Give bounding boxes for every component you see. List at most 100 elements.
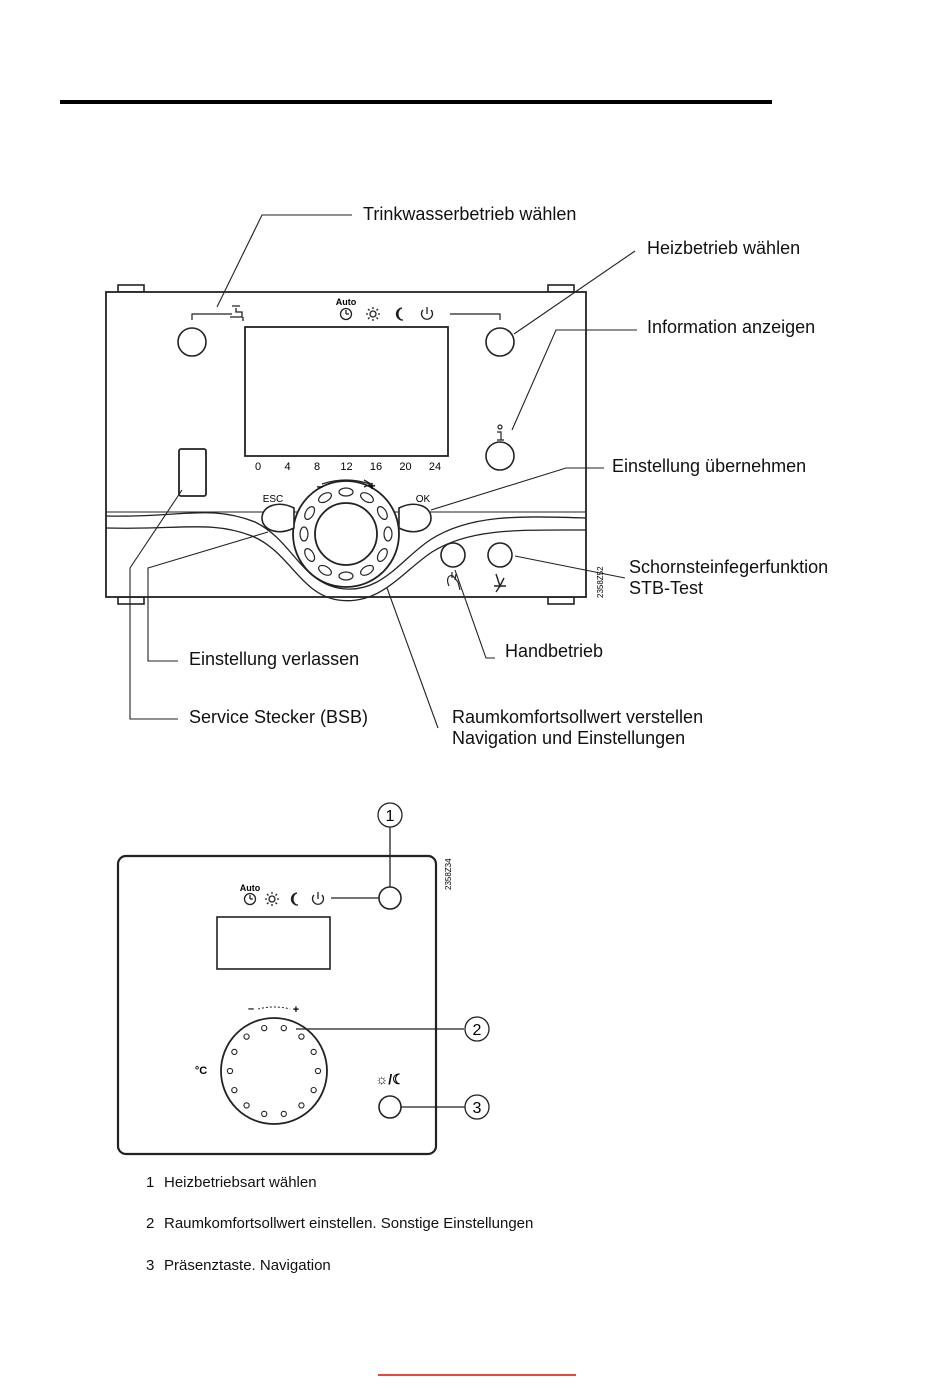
leader-info [511,329,637,431]
ok-label: OK [416,494,431,505]
ok-button [398,503,432,533]
marker-circle-3 [464,1094,490,1120]
legend-number: 1 [146,1174,155,1191]
dial-grip [338,571,354,581]
leader-heating [513,250,636,335]
marker-circle-1 [377,802,403,828]
presence-symbol: ☼/☾ [375,1071,404,1087]
room-mode-symbols [243,892,325,906]
sun-icon [268,895,276,903]
time-scale-tick: 16 [370,461,382,473]
callout-exit: Einstellung verlassen [189,649,360,669]
room-setpoint-dial [220,1017,328,1125]
marker-1: 1 [386,808,395,825]
clock-icon [339,307,353,321]
dial-dot [243,1033,250,1040]
callout-chimney-line2: STB-Test [629,578,704,598]
marker-3: 3 [473,1100,482,1117]
marker-circle-2 [464,1016,490,1042]
dial-dot [231,1048,238,1056]
legend-number: 2 [146,1215,155,1232]
dial-dot [226,1067,234,1075]
tap-icon [230,305,244,321]
esc-label: ESC [263,494,284,505]
dial-grip [304,548,316,562]
legend-text: Präsenztaste. Navigation [164,1257,331,1274]
dial-dot [261,1024,268,1032]
dhw-mode-button [177,327,207,357]
time-scale-tick: 24 [429,461,441,473]
room-mode-auto-label: Auto [240,883,261,893]
manual-mode-button [440,542,466,568]
leader-knob [386,587,439,729]
dial-dot [298,1102,305,1109]
callout-confirm: Einstellung übernehmen [612,456,807,476]
callout-chimney: Schornsteinfegerfunktion STB-Test [629,557,828,599]
dial-grip [376,506,388,520]
heating-mode-button [485,327,515,357]
chimney-sweep-button [487,542,513,568]
dial-dot [310,1048,317,1056]
room-figure-code: 2358Z34 [444,858,453,890]
callout-info: Information anzeigen [647,317,816,337]
mode-auto-label: Auto [336,297,357,307]
chimney-sweep-icon [494,573,506,593]
standby-icon [420,307,434,320]
dial-grip [318,564,332,576]
info-icon [497,424,504,441]
dial-grip [304,506,316,520]
callout-dhw-mode: Trinkwasserbetrieb wählen [363,204,577,224]
dial-dot [310,1086,317,1094]
dial-minus: – [317,479,324,493]
info-button [485,441,515,471]
room-dial-plus: + [293,1004,299,1016]
time-scale-tick: 20 [399,461,411,473]
marker-2: 2 [473,1022,482,1039]
dial-grip [383,526,393,542]
callout-heating-mode: Heizbetrieb wählen [647,238,801,258]
esc-button [261,503,295,533]
dial-dot [243,1102,250,1109]
callout-knob-line1: Raumkomfortsollwert verstellen [452,707,704,727]
legend-item-1: 1 Heizbetriebsart wählen [146,1174,317,1191]
dial-dot [314,1067,322,1075]
callout-service-plug: Service Stecker (BSB) [189,707,369,727]
dial-dot [261,1110,268,1118]
time-scale-tick: 12 [340,461,352,473]
moon-icon [290,892,299,906]
front-wave [105,512,587,590]
time-scale-tick: 8 [314,461,320,473]
top-symbols [230,305,434,321]
dial-dot [280,1024,287,1032]
moon-icon [395,307,404,321]
leader-confirm [430,467,604,511]
setpoint-dial [292,480,400,588]
sun-icon [369,310,377,318]
legend-text: Heizbetriebsart wählen [164,1174,317,1191]
dial-grip [318,492,332,504]
room-dial-minus: – [248,1003,254,1015]
dial-plus: + [368,479,375,493]
service-plug [178,448,207,497]
dial-grip [376,548,388,562]
dial-grip [299,526,309,542]
leader-manual [454,569,495,659]
header-rule [60,100,772,104]
room-dial-grip-ring [226,1024,322,1118]
legend-number: 3 [146,1257,155,1274]
leader-chimney [514,555,626,579]
dial-dot [280,1110,287,1118]
dial-dot [298,1033,305,1040]
leader-plug [129,489,183,720]
room-unit-housing [116,854,438,1156]
dial-grip [360,564,374,576]
time-scale-tick: 0 [255,461,261,473]
callout-knob: Raumkomfortsollwert verstellen Navigatio… [452,707,703,749]
dial-grip [338,487,354,497]
room-unit-display [216,916,331,970]
standby-icon [311,892,325,905]
